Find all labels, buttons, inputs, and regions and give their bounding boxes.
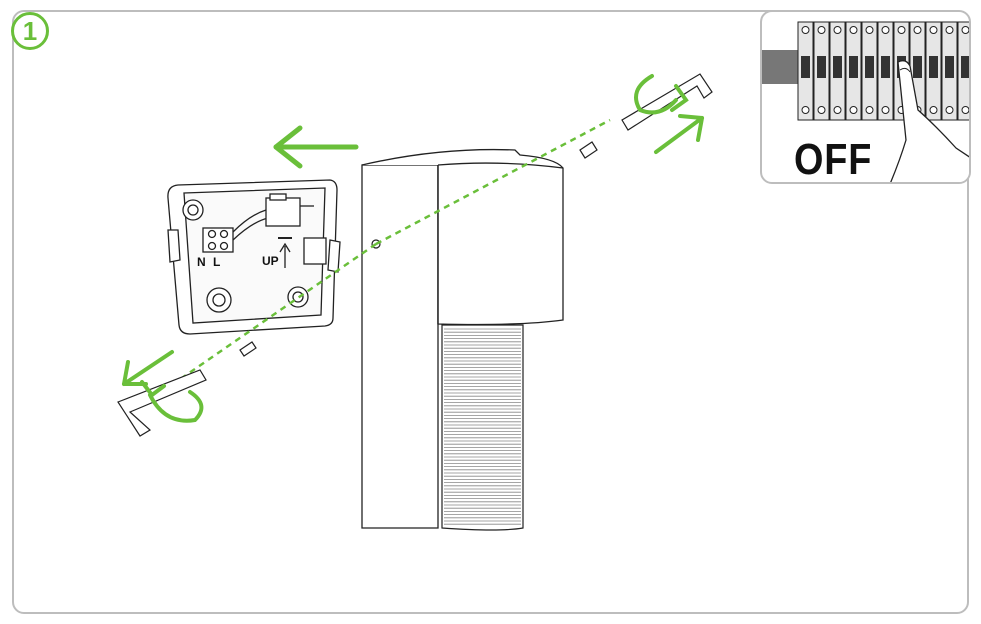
- breaker-terminal-screw: [897, 26, 906, 34]
- lamp-body: [361, 148, 564, 529]
- breaker-toggle: [817, 56, 826, 78]
- step-number: 1: [22, 16, 38, 46]
- breaker-terminal-screw: [865, 26, 874, 34]
- breaker-terminal-screw: [833, 106, 842, 114]
- breaker-terminal-screw: [801, 106, 810, 114]
- breaker-terminal-screw: [913, 26, 922, 34]
- breaker-terminal-screw: [945, 26, 954, 34]
- hex-key-left: [117, 369, 207, 437]
- mounting-base: [167, 179, 341, 335]
- breaker-toggle: [849, 56, 858, 78]
- diagram-frame: [12, 10, 969, 614]
- breaker-terminal-screw: [929, 106, 938, 114]
- breaker-terminal-screw: [849, 106, 858, 114]
- breaker-terminal-screw: [865, 106, 874, 114]
- pull-arrow-left: [122, 350, 174, 386]
- breaker-terminal-screw: [929, 26, 938, 34]
- orientation-label: UP: [262, 254, 279, 268]
- breaker-terminal-screw: [833, 26, 842, 34]
- breaker-terminal-screw: [817, 106, 826, 114]
- rotate-arrow-right: [634, 74, 689, 115]
- live-terminal-label: L: [213, 255, 221, 269]
- breaker-toggle: [865, 56, 874, 78]
- breaker-toggle: [929, 56, 938, 78]
- breaker-toggle: [881, 56, 890, 78]
- breaker-terminal-screw: [817, 26, 826, 34]
- breaker-terminal-screw: [881, 106, 890, 114]
- breaker-toggle: [801, 56, 810, 78]
- neutral-terminal-label: N: [197, 255, 206, 269]
- pull-arrow-right: [654, 114, 704, 154]
- remove-direction-arrow: [273, 125, 359, 169]
- breaker-terminal-screw: [849, 26, 858, 34]
- breaker-toggle: [833, 56, 842, 78]
- breaker-terminal-screw: [961, 106, 969, 114]
- breaker-toggle: [945, 56, 954, 78]
- hex-key-right: [621, 73, 713, 131]
- breaker-terminal-screw: [961, 26, 969, 34]
- breaker-toggle: [961, 56, 969, 78]
- rotate-arrow-left: [140, 380, 204, 423]
- breaker-panel-illustration: [762, 21, 969, 182]
- breaker-inset: [760, 10, 971, 184]
- lamp-ribbed-section: [441, 324, 524, 531]
- breaker-off-label: OFF: [794, 135, 873, 184]
- breaker-terminal-screw: [881, 26, 890, 34]
- breaker-toggle: [913, 56, 922, 78]
- breaker-terminal-screw: [945, 106, 954, 114]
- screw-left: [239, 341, 257, 357]
- breaker-terminal-screw: [801, 26, 810, 34]
- screw-axis-lines: [149, 118, 611, 402]
- step-number-badge: 1: [11, 12, 49, 50]
- screw-right: [579, 141, 598, 159]
